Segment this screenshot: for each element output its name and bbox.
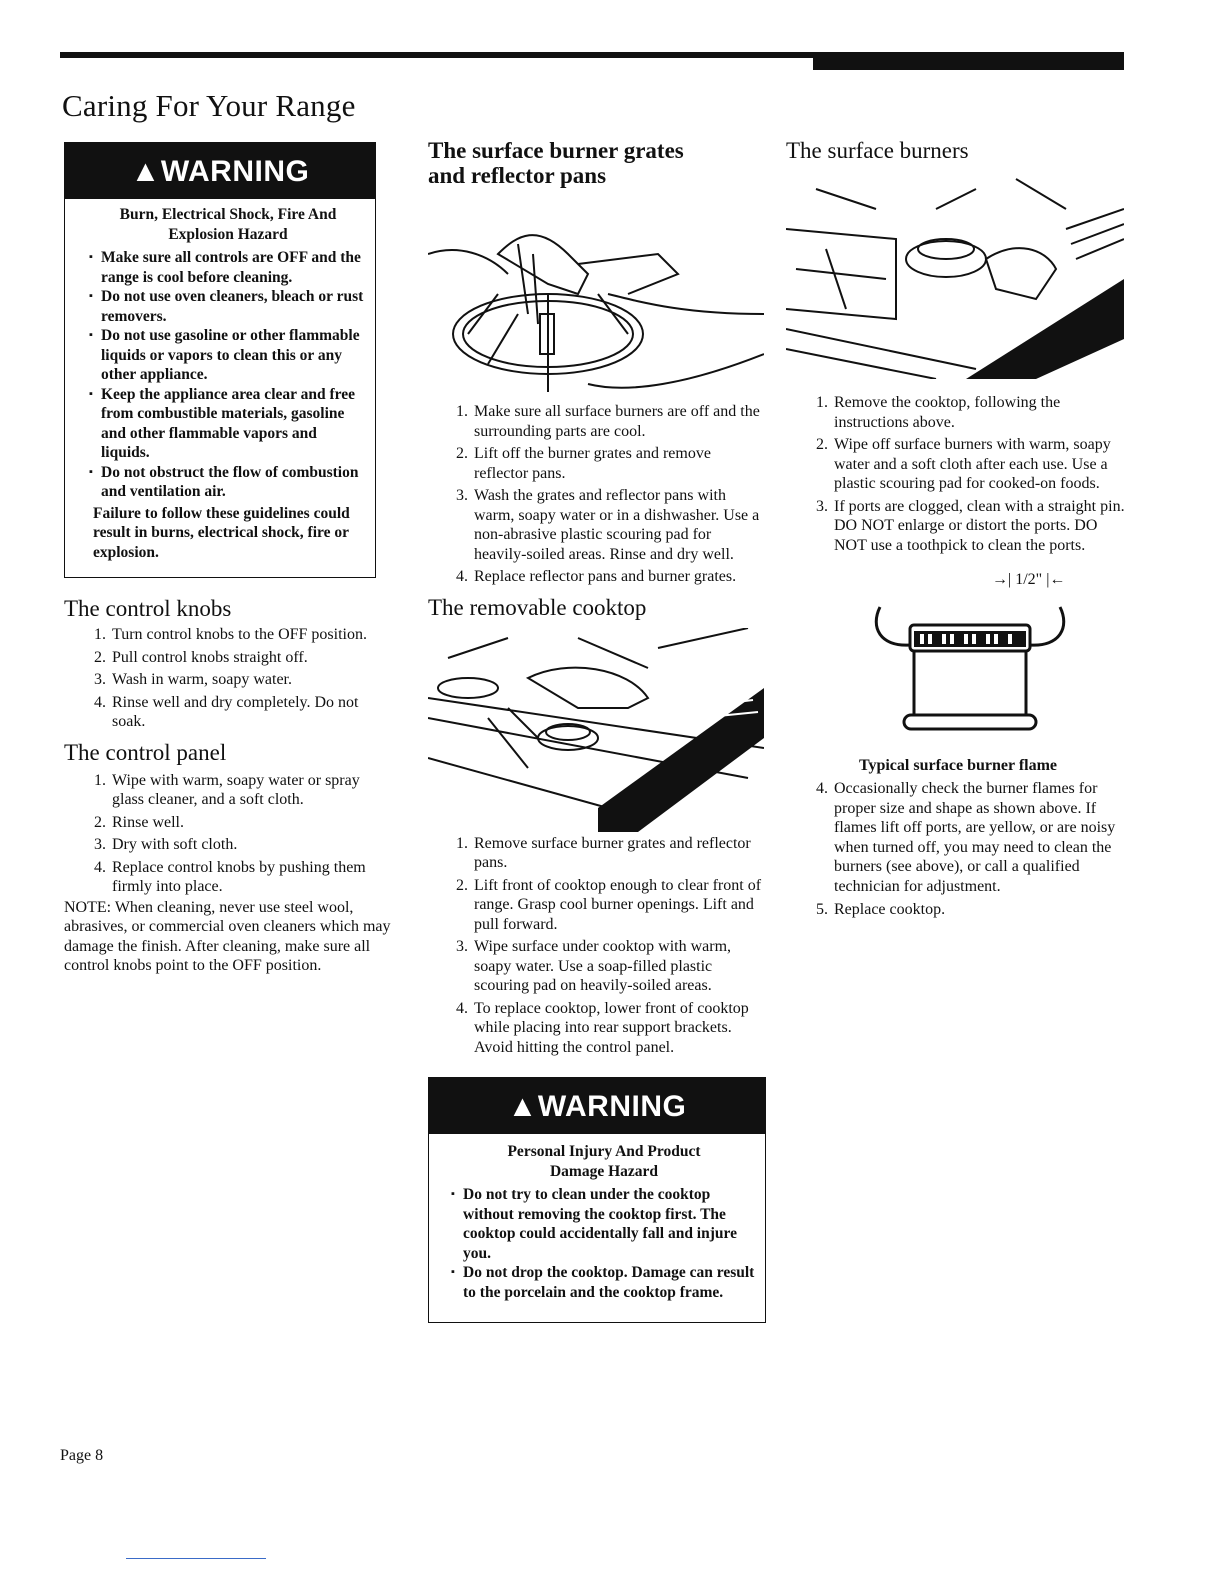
note-text: When cleaning, never use steel wool, abr… xyxy=(64,898,391,975)
list-item: If ports are clogged, clean with a strai… xyxy=(832,497,1130,556)
warning-triangle-icon: ▲ xyxy=(507,1090,538,1123)
section-heading-grates: The surface burner grates and reflector … xyxy=(428,138,764,188)
list-item: Occasionally check the burner flames for… xyxy=(832,779,1130,896)
list-item: Rinse well. xyxy=(110,813,376,833)
list-item: Make sure all surface burners are off an… xyxy=(472,402,764,441)
warning-subtitle-line1: Burn, Electrical Shock, Fire And xyxy=(119,206,337,223)
grates-steps: Make sure all surface burners are off an… xyxy=(428,402,764,587)
list-item: Lift off the burner grates and remove re… xyxy=(472,444,764,483)
page-number: Page 8 xyxy=(60,1447,104,1464)
note-label: NOTE: xyxy=(64,898,112,916)
warning-item: Do not use oven cleaners, bleach or rust… xyxy=(89,287,365,326)
warning-body: Personal Injury And Product Damage Hazar… xyxy=(429,1134,765,1310)
grates-heading-line2: and reflector pans xyxy=(428,163,607,188)
warning-label: WARNING xyxy=(160,155,310,188)
list-item: To replace cooktop, lower front of cookt… xyxy=(472,999,764,1058)
list-item: Turn control knobs to the OFF position. xyxy=(110,625,376,645)
control-panel-steps: Wipe with warm, soapy water or spray gla… xyxy=(64,771,376,897)
warning-triangle-icon: ▲ xyxy=(130,155,161,188)
cooktop-steps: Remove surface burner grates and reflect… xyxy=(428,834,764,1058)
header-rule xyxy=(60,52,1124,58)
section-heading-cooktop: The removable cooktop xyxy=(428,594,647,620)
list-item: Wipe off surface burners with warm, soap… xyxy=(832,435,1130,494)
burners-steps: Remove the cooktop, following the instru… xyxy=(786,393,1130,555)
dimension-arrow-icon: →| xyxy=(992,571,1012,588)
flame-caption: Typical surface burner flame xyxy=(858,757,1058,774)
warning-subtitle-line1: Personal Injury And Product xyxy=(507,1143,701,1160)
warning-box-injury: ▲WARNING Personal Injury And Product Dam… xyxy=(428,1077,766,1323)
dimension-label: →| 1/2" |← xyxy=(992,571,1065,589)
warning-label: WARNING xyxy=(537,1090,687,1123)
column-middle: The surface burner grates and reflector … xyxy=(428,138,766,1323)
warning-header: ▲WARNING xyxy=(65,143,375,199)
warning-subtitle-line2: Explosion Hazard xyxy=(168,225,288,243)
warning-subtitle: Personal Injury And Product Damage Hazar… xyxy=(453,1142,755,1181)
list-item: Replace reflector pans and burner grates… xyxy=(472,567,764,587)
warning-header: ▲WARNING xyxy=(429,1078,765,1134)
warning-subtitle: Burn, Electrical Shock, Fire And Explosi… xyxy=(91,205,365,244)
cooktop-removal-illustration xyxy=(428,627,764,832)
list-item: Pull control knobs straight off. xyxy=(110,648,376,668)
burners-steps-continued: Occasionally check the burner flames for… xyxy=(786,779,1130,920)
warning-list: Make sure all controls are OFF and the r… xyxy=(89,248,365,502)
burner-flame-diagram: →| 1/2" |← xyxy=(786,571,1130,751)
dimension-arrow-icon: |← xyxy=(1046,571,1066,588)
grate-removal-illustration xyxy=(428,234,764,392)
burner-cleaning-illustration xyxy=(786,178,1124,379)
warning-subtitle-line2: Damage Hazard xyxy=(549,1162,659,1180)
list-item: Dry with soft cloth. xyxy=(110,835,376,855)
list-item: Rinse well and dry completely. Do not so… xyxy=(110,693,376,732)
list-item: Remove the cooktop, following the instru… xyxy=(832,393,1130,432)
warning-item: Do not obstruct the flow of combustion a… xyxy=(89,463,365,502)
warning-list: Do not try to clean under the cooktop wi… xyxy=(451,1185,755,1302)
list-item: Replace control knobs by pushing them fi… xyxy=(110,858,376,897)
dimension-value: 1/2" xyxy=(1015,571,1043,588)
control-knobs-steps: Turn control knobs to the OFF position. … xyxy=(64,625,376,732)
warning-item: Do not use gasoline or other flammable l… xyxy=(89,326,365,385)
warning-box-burn: ▲WARNING Burn, Electrical Shock, Fire An… xyxy=(64,142,376,578)
page-title: Caring For Your Range xyxy=(62,88,356,123)
list-item: Wash the grates and reflector pans with … xyxy=(472,486,764,564)
warning-item: Do not drop the cooktop. Damage can resu… xyxy=(451,1263,755,1302)
column-right: The surface burners Remove the cooktop, … xyxy=(786,138,1130,923)
header-rule-thick xyxy=(813,52,1124,70)
warning-body: Burn, Electrical Shock, Fire And Explosi… xyxy=(65,199,375,570)
section-heading-control-knobs: The control knobs xyxy=(64,596,232,621)
list-item: Wash in warm, soapy water. xyxy=(110,670,376,690)
section-heading-burners: The surface burners xyxy=(786,138,969,163)
warning-item: Keep the appliance area clear and free f… xyxy=(89,385,365,463)
grates-heading-line1: The surface burner grates xyxy=(428,138,684,163)
warning-footer: Failure to follow these guidelines could… xyxy=(93,504,350,561)
control-panel-note: NOTE: When cleaning, never use steel woo… xyxy=(64,898,394,976)
footer-rule xyxy=(126,1558,266,1559)
section-heading-control-panel: The control panel xyxy=(64,739,227,765)
list-item: Lift front of cooktop enough to clear fr… xyxy=(472,876,764,935)
warning-item: Do not try to clean under the cooktop wi… xyxy=(451,1185,755,1263)
list-item: Replace cooktop. xyxy=(832,900,1130,920)
list-item: Wipe with warm, soapy water or spray gla… xyxy=(110,771,376,810)
list-item: Remove surface burner grates and reflect… xyxy=(472,834,764,873)
list-item: Wipe surface under cooktop with warm, so… xyxy=(472,937,764,996)
column-left: ▲WARNING Burn, Electrical Shock, Fire An… xyxy=(64,142,391,976)
warning-item: Make sure all controls are OFF and the r… xyxy=(89,248,365,287)
burner-flame-icon xyxy=(874,606,1066,731)
